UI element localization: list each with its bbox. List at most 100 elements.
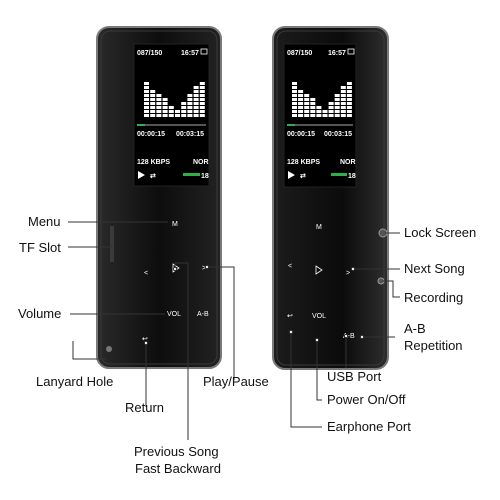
equalizer-segment [156, 94, 162, 97]
leader-lines [68, 221, 400, 440]
equalizer-segment [328, 106, 334, 109]
equalizer-segment [316, 114, 322, 117]
equalizer-segment [334, 98, 340, 101]
equalizer-segment [162, 98, 168, 101]
equalizer-segment [199, 86, 205, 89]
label-ab-repetition-line2: Repetition [404, 338, 463, 353]
left-device: 087/150 16:57 00:00:15 00:03:15 128 KBPS… [96, 26, 222, 369]
equalizer-segment [187, 94, 193, 97]
label-power: Power On/Off [327, 392, 406, 407]
equalizer-segment [310, 110, 316, 113]
eq-mode: NOR [340, 159, 356, 166]
equalizer-segment [322, 110, 328, 113]
equalizer-segment [193, 90, 199, 93]
time-elapsed: 00:00:15 [287, 131, 315, 138]
equalizer-segment [304, 106, 310, 109]
repeat-icon: ⇄ [150, 172, 156, 180]
play-triangle-icon [288, 171, 295, 179]
callout-labels: Menu TF Slot Volume Lanyard Hole Return … [18, 214, 476, 476]
equalizer-segment [162, 114, 168, 117]
label-usb-port: USB Port [327, 369, 382, 384]
vol-key[interactable]: VOL [312, 313, 326, 320]
equalizer-segment [346, 114, 352, 117]
menu-key[interactable]: M [172, 221, 178, 228]
equalizer-segment [150, 102, 156, 105]
equalizer-segment [292, 106, 297, 109]
next-key-icon[interactable]: > [346, 270, 350, 277]
equalizer-segment [292, 86, 297, 89]
equalizer-segment [150, 90, 156, 93]
equalizer-segment [304, 102, 310, 105]
equalizer-segment [328, 102, 334, 105]
equalizer-segment [156, 106, 162, 109]
equalizer-segment [175, 114, 180, 117]
equalizer-segment [334, 94, 340, 97]
time-total: 00:03:15 [176, 131, 204, 138]
equalizer-segment [298, 102, 304, 105]
equalizer-segment [328, 110, 334, 113]
play-key-icon[interactable] [315, 265, 323, 275]
return-key-icon[interactable]: ↩ [142, 336, 148, 343]
ab-key[interactable]: A-B [197, 311, 209, 318]
equalizer-segment [316, 110, 322, 113]
equalizer-segment [298, 94, 304, 97]
label-fast-backward: Fast Backward [135, 461, 221, 476]
equalizer-segment [144, 90, 149, 93]
tf-slot [110, 226, 114, 262]
battery-icon [347, 48, 355, 55]
play-triangle-icon [138, 171, 145, 179]
equalizer-segment [292, 98, 297, 101]
volume-bar [331, 173, 347, 176]
label-return: Return [125, 400, 164, 415]
clock: 16:57 [328, 50, 346, 57]
progress-fill [137, 124, 145, 126]
equalizer-segment [199, 98, 205, 101]
equalizer-segment [144, 114, 149, 117]
equalizer-segment [310, 98, 316, 101]
label-ab-repetition-line1: A-B [404, 321, 426, 336]
equalizer-segment [340, 114, 346, 117]
equalizer-segment [292, 82, 297, 85]
equalizer-segment [144, 98, 149, 101]
equalizer-segment [162, 110, 168, 113]
label-earphone-port: Earphone Port [327, 419, 411, 434]
equalizer-segment [193, 94, 199, 97]
equalizer-segment [310, 114, 316, 117]
equalizer-segment [346, 110, 352, 113]
equalizer-segment [334, 110, 340, 113]
prev-key-icon[interactable]: < [288, 263, 292, 270]
vol-key[interactable]: VOL [167, 311, 181, 318]
return-key-icon[interactable]: ↩ [287, 313, 293, 320]
equalizer-segment [310, 106, 316, 109]
bitrate: 128 KBPS [137, 159, 170, 166]
menu-key[interactable]: M [316, 224, 322, 231]
label-volume: Volume [18, 306, 61, 321]
ab-key[interactable]: A-B [343, 333, 355, 340]
equalizer-segment [340, 106, 346, 109]
equalizer-segment [187, 106, 193, 109]
equalizer-segment [168, 106, 174, 109]
equalizer-segment [144, 106, 149, 109]
equalizer-segment [199, 110, 205, 113]
label-play-pause: Play/Pause [203, 374, 269, 389]
equalizer-segment [150, 110, 156, 113]
equalizer-segment [340, 102, 346, 105]
equalizer-segment [199, 106, 205, 109]
prev-key-icon[interactable]: < [144, 270, 148, 277]
equalizer-segment [181, 110, 187, 113]
equalizer-segment [334, 114, 340, 117]
equalizer-segment [162, 106, 168, 109]
progress-track [287, 124, 353, 126]
equalizer-segment [298, 90, 304, 93]
equalizer-segment [298, 110, 304, 113]
equalizer-segment [168, 110, 174, 113]
lanyard-hole [106, 346, 112, 352]
equalizer-segment [340, 98, 346, 101]
equalizer-segment [292, 90, 297, 93]
next-key-icon[interactable]: > [202, 265, 206, 272]
equalizer-segment [340, 110, 346, 113]
equalizer-bars-icon [144, 82, 205, 117]
equalizer-segment [334, 106, 340, 109]
equalizer-segment [292, 94, 297, 97]
